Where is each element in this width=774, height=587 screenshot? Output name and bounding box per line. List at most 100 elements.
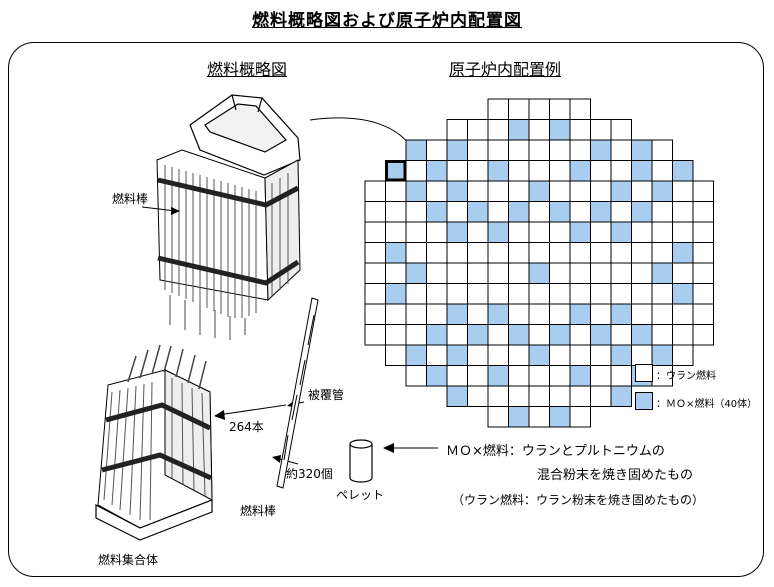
core-cell-mox: [549, 119, 571, 141]
core-cell-uranium: [528, 119, 550, 141]
core-cell-uranium: [569, 385, 591, 407]
core-cell-uranium: [651, 303, 673, 325]
core-cell-uranium: [692, 221, 714, 243]
core-cell-uranium: [364, 221, 386, 243]
core-cell-mox: [528, 180, 550, 202]
core-cell-uranium: [590, 303, 612, 325]
core-cell-mox: [631, 324, 653, 346]
core-cell-uranium: [487, 180, 509, 202]
core-cell-mox: [651, 262, 673, 284]
core-cell-uranium: [610, 119, 632, 141]
core-cell-uranium: [672, 180, 694, 202]
core-cell-uranium: [631, 221, 653, 243]
core-cell-uranium: [446, 242, 468, 264]
core-cell-uranium: [426, 221, 448, 243]
core-cell-mox: [426, 324, 448, 346]
core-cell-uranium: [508, 139, 530, 161]
core-cell-uranium: [446, 324, 468, 346]
core-cell-uranium: [487, 242, 509, 264]
core-cell-uranium: [569, 201, 591, 223]
core-cell-uranium: [590, 119, 612, 141]
core-cell-uranium: [426, 303, 448, 325]
core-cell-uranium: [610, 242, 632, 264]
core-cell-uranium: [487, 324, 509, 346]
core-cell-uranium: [672, 324, 694, 346]
core-cell-uranium: [610, 139, 632, 161]
core-cell-uranium: [508, 385, 530, 407]
fuel-rod-label-bottom: 燃料棒: [240, 504, 277, 518]
core-cell-uranium: [487, 385, 509, 407]
core-cell-mox: [590, 201, 612, 223]
core-cell-uranium: [508, 303, 530, 325]
core-cell-uranium: [508, 242, 530, 264]
core-cell-mox: [426, 365, 448, 387]
core-cell-uranium: [672, 344, 694, 366]
uranium-note: （ウラン燃料：ウラン粉末を焼き固めたもの）: [452, 493, 705, 507]
cladding-label: 被覆管: [308, 388, 345, 402]
core-cell-uranium: [467, 180, 489, 202]
assembly-bottom-rods: [103, 378, 206, 521]
core-cell-uranium: [405, 365, 427, 387]
core-cell-mox: [549, 324, 571, 346]
core-cell-uranium: [692, 283, 714, 305]
core-cell-uranium: [446, 262, 468, 284]
pellet-icon: [349, 439, 373, 483]
core-cell-mox: [631, 201, 653, 223]
core-cell-uranium: [508, 262, 530, 284]
core-cell-mox: [487, 365, 509, 387]
core-cell-uranium: [385, 180, 407, 202]
core-cell-uranium: [569, 180, 591, 202]
core-cell-uranium: [467, 385, 489, 407]
core-cell-uranium: [487, 119, 509, 141]
core-cell-uranium: [405, 221, 427, 243]
core-cell-uranium: [446, 119, 468, 141]
core-cell-uranium: [610, 283, 632, 305]
assembly-bottom-grids: [101, 402, 213, 481]
core-cell-uranium: [610, 201, 632, 223]
core-cell-mox: [549, 406, 571, 428]
core-cell-uranium: [467, 365, 489, 387]
core-cell-uranium: [651, 242, 673, 264]
core-cell-uranium: [467, 119, 489, 141]
core-cell-uranium: [631, 344, 653, 366]
core-cell-uranium: [549, 139, 571, 161]
core-cell-uranium: [364, 180, 386, 202]
core-cell-uranium: [467, 221, 489, 243]
fuel-rod-label-top: 燃料棒: [112, 192, 149, 206]
highlighted-core-cell: [385, 160, 407, 182]
assembly-label: 燃料集合体: [98, 553, 159, 567]
core-cell-uranium: [508, 180, 530, 202]
core-cell-uranium: [385, 344, 407, 366]
core-cell-uranium: [692, 201, 714, 223]
core-cell-uranium: [426, 180, 448, 202]
pellet-count-label: 約320個: [286, 467, 333, 481]
core-cell-uranium: [590, 180, 612, 202]
core-cell-uranium: [692, 180, 714, 202]
core-cell-uranium: [508, 344, 530, 366]
rod-count-label: 264本: [229, 420, 264, 434]
core-cell-mox: [487, 160, 509, 182]
core-cell-mox: [446, 303, 468, 325]
core-cell-uranium: [692, 262, 714, 284]
assembly-top-rod-ends: [169, 295, 246, 340]
core-cell-uranium: [549, 283, 571, 305]
core-cell-uranium: [549, 98, 571, 120]
core-cell-mox: [446, 180, 468, 202]
core-cell-uranium: [385, 221, 407, 243]
core-cell-uranium: [405, 242, 427, 264]
core-cell-uranium: [385, 324, 407, 346]
core-cell-uranium: [528, 221, 550, 243]
core-cell-mox: [446, 139, 468, 161]
core-cell-mox: [405, 262, 427, 284]
core-cell-uranium: [569, 119, 591, 141]
core-cell-uranium: [508, 221, 530, 243]
core-cell-mox: [385, 242, 407, 264]
core-cell-uranium: [672, 201, 694, 223]
legend-mox-swatch: [635, 392, 653, 410]
core-cell-mox: [508, 201, 530, 223]
core-cell-uranium: [549, 180, 571, 202]
core-cell-mox: [528, 344, 550, 366]
core-cell-uranium: [610, 324, 632, 346]
core-cell-mox: [651, 180, 673, 202]
core-cell-uranium: [692, 324, 714, 346]
